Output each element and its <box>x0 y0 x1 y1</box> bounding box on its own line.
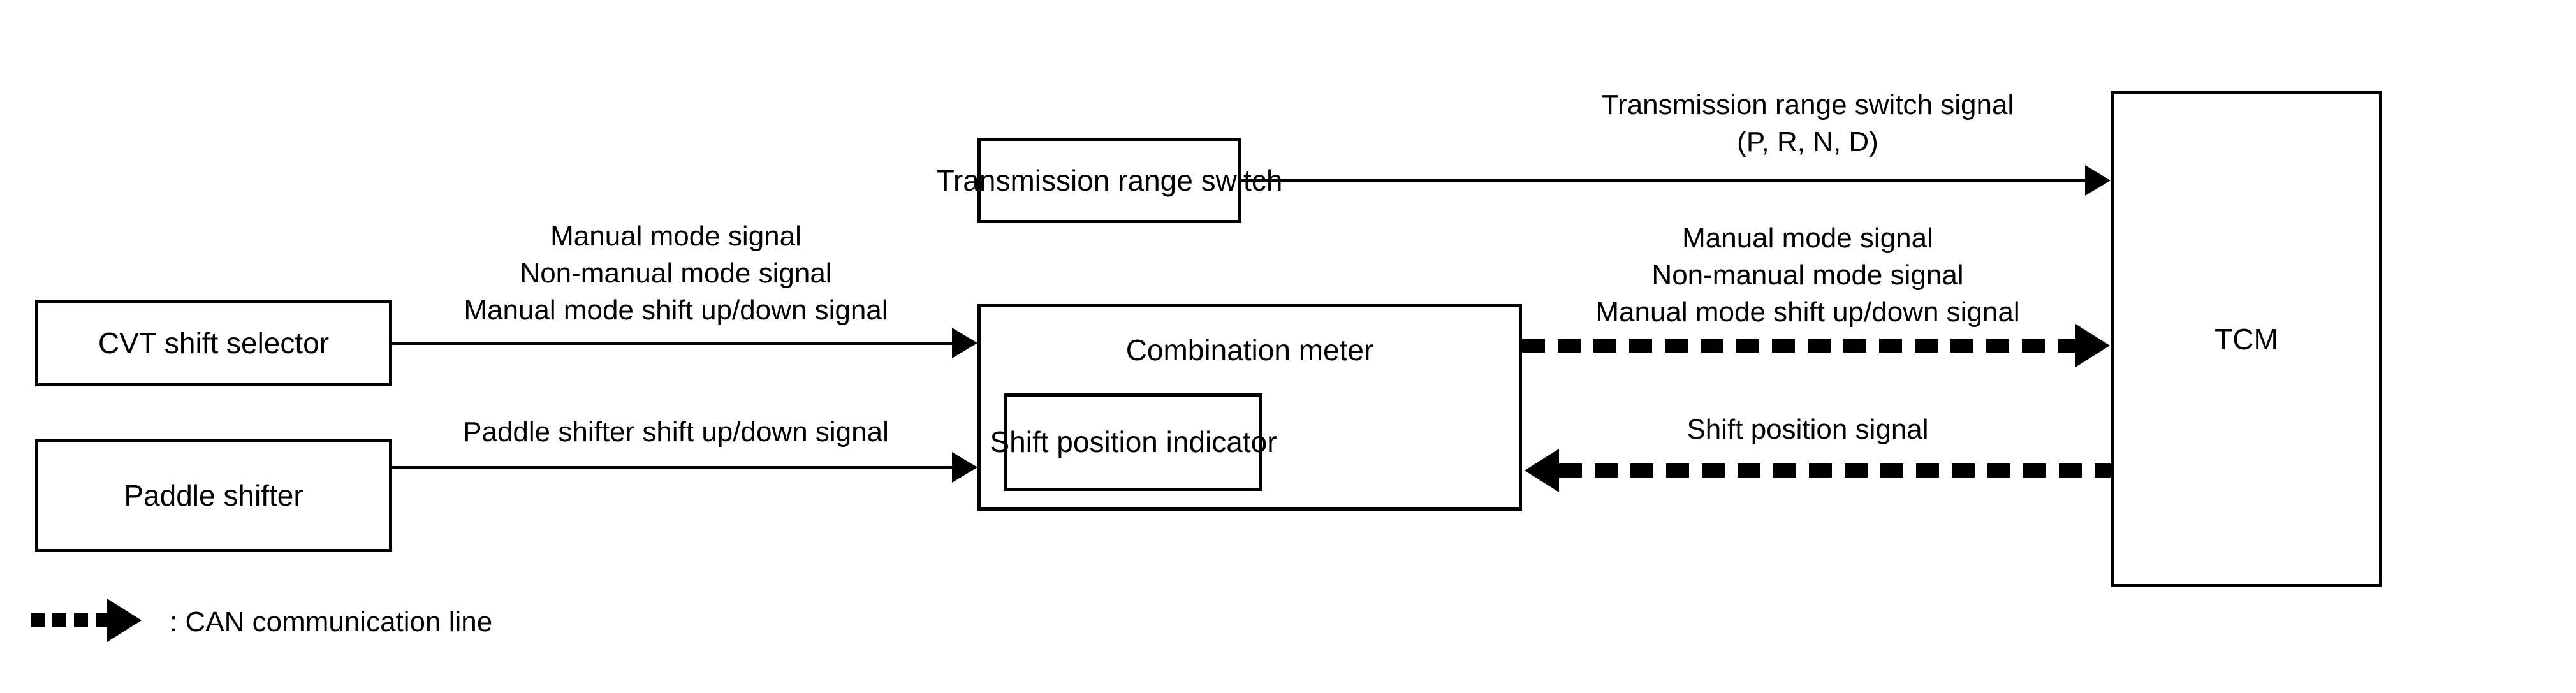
node-label-shift-position-indicator: Shift position indicator <box>990 425 1277 459</box>
signal-line-1: Manual mode signal <box>550 221 801 252</box>
arrowhead-range-switch-to-tcm-icon <box>2085 165 2111 196</box>
signal-label-tcm-to-meter: Shift position signal <box>1530 411 2085 448</box>
arrowhead-selector-to-meter-icon <box>952 328 977 358</box>
arrowhead-paddle-to-meter-icon <box>952 452 977 483</box>
signal-line-2: Non-manual mode signal <box>520 258 832 289</box>
signal-line-3: Manual mode shift up/down signal <box>1595 296 2020 328</box>
signal-label-paddle-to-meter: Paddle shifter shift up/down signal <box>421 414 931 451</box>
node-label-transmission-range-switch: Transmission range switch <box>936 163 1283 197</box>
can-line-tcm-to-meter <box>1559 463 2111 478</box>
legend-can-line-icon <box>31 613 110 627</box>
node-label-combination-meter: Combination meter <box>1125 333 1374 367</box>
node-cvt-shift-selector: CVT shift selector <box>35 300 392 386</box>
connector-paddle-to-meter-line <box>392 466 953 469</box>
node-tcm: TCM <box>2111 91 2382 587</box>
node-label-cvt-shift-selector: CVT shift selector <box>98 326 330 360</box>
node-combination-meter: Combination meter Shift position indicat… <box>977 304 1522 511</box>
signal-line-2: (P, R, N, D) <box>1737 126 1878 157</box>
can-arrowhead-meter-to-tcm-icon <box>2075 324 2110 367</box>
node-paddle-shifter: Paddle shifter <box>35 439 392 552</box>
signal-label-range-switch-to-tcm: Transmission range switch signal (P, R, … <box>1530 87 2085 161</box>
connector-selector-to-meter-line <box>392 342 953 345</box>
signal-label-selector-to-meter: Manual mode signal Non-manual mode signa… <box>421 218 931 329</box>
signal-label-meter-to-tcm: Manual mode signal Non-manual mode signa… <box>1530 220 2085 331</box>
signal-line-2: Non-manual mode signal <box>1651 259 1964 291</box>
signal-line-1: Manual mode signal <box>1682 222 1933 254</box>
signal-line-1: Shift position signal <box>1687 414 1929 445</box>
signal-line-1: Paddle shifter shift up/down signal <box>463 416 889 448</box>
can-arrowhead-tcm-to-meter-icon <box>1525 449 1559 492</box>
legend-text: : CAN communication line <box>170 606 493 638</box>
connector-range-switch-to-tcm-line <box>1241 179 2086 182</box>
signal-line-1: Transmission range switch signal <box>1601 89 2014 120</box>
node-label-tcm: TCM <box>2214 322 2278 356</box>
legend-can-arrowhead-icon <box>107 599 142 642</box>
node-label-paddle-shifter: Paddle shifter <box>124 478 304 512</box>
can-line-meter-to-tcm <box>1522 339 2077 353</box>
node-shift-position-indicator: Shift position indicator <box>990 393 1277 491</box>
signal-line-3: Manual mode shift up/down signal <box>464 295 888 326</box>
node-transmission-range-switch: Transmission range switch <box>937 138 1282 223</box>
